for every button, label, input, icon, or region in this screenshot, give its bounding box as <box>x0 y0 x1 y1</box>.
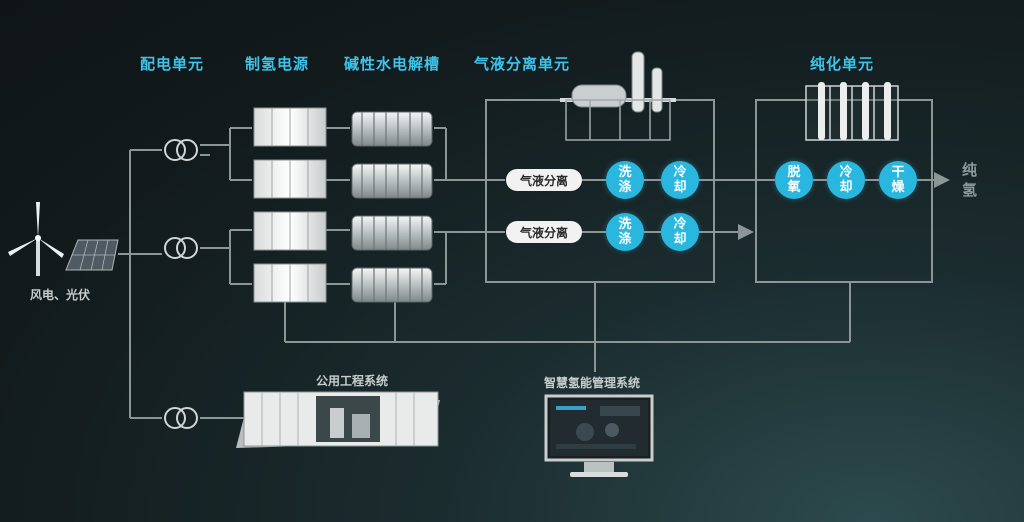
utility-system-label: 公用工程系统 <box>316 374 389 388</box>
utility-container-image <box>236 391 440 448</box>
step-wash-2: 洗涤 <box>606 213 644 251</box>
separation-skid-image <box>560 51 676 141</box>
wind-turbine-icon <box>8 202 64 276</box>
step-drying-label: 干燥 <box>891 165 905 195</box>
step-cool-1: 冷却 <box>661 161 699 199</box>
header-gas-liquid-separation: 气液分离单元 <box>474 55 571 73</box>
monitor-image <box>544 394 654 477</box>
output-label: 纯氢 <box>962 161 978 199</box>
step-drying: 干燥 <box>879 161 917 199</box>
step-wash-1: 洗涤 <box>606 161 644 199</box>
header-purification-unit: 纯化单元 <box>810 55 875 73</box>
step-cooling-label: 冷却 <box>839 165 853 195</box>
step-deoxygenation: 脱氧 <box>775 161 813 199</box>
step-wash-1-label: 洗涤 <box>618 165 632 195</box>
step-deoxygenation-label: 脱氧 <box>787 165 801 195</box>
step-cool-2-label: 冷却 <box>673 217 687 247</box>
transformer-icon <box>164 139 198 429</box>
step-cool-2: 冷却 <box>661 213 699 251</box>
source-label: 风电、光伏 <box>30 288 91 302</box>
header-distribution-unit: 配电单元 <box>140 55 205 73</box>
power-cabinets <box>253 107 327 303</box>
step-cool-1-label: 冷却 <box>673 165 687 195</box>
header-electrolyzer: 碱性水电解槽 <box>344 55 441 73</box>
separator-pill-1: 气液分离 <box>506 169 582 191</box>
header-h2-power: 制氢电源 <box>245 55 310 73</box>
electrolyzer-stacks <box>351 111 433 303</box>
step-cooling: 冷却 <box>827 161 865 199</box>
purification-skid-image <box>805 82 899 141</box>
management-system-label: 智慧氢能管理系统 <box>544 376 641 390</box>
separator-pill-2: 气液分离 <box>506 221 582 243</box>
solar-panel-icon <box>65 239 119 271</box>
step-wash-2-label: 洗涤 <box>618 217 632 247</box>
